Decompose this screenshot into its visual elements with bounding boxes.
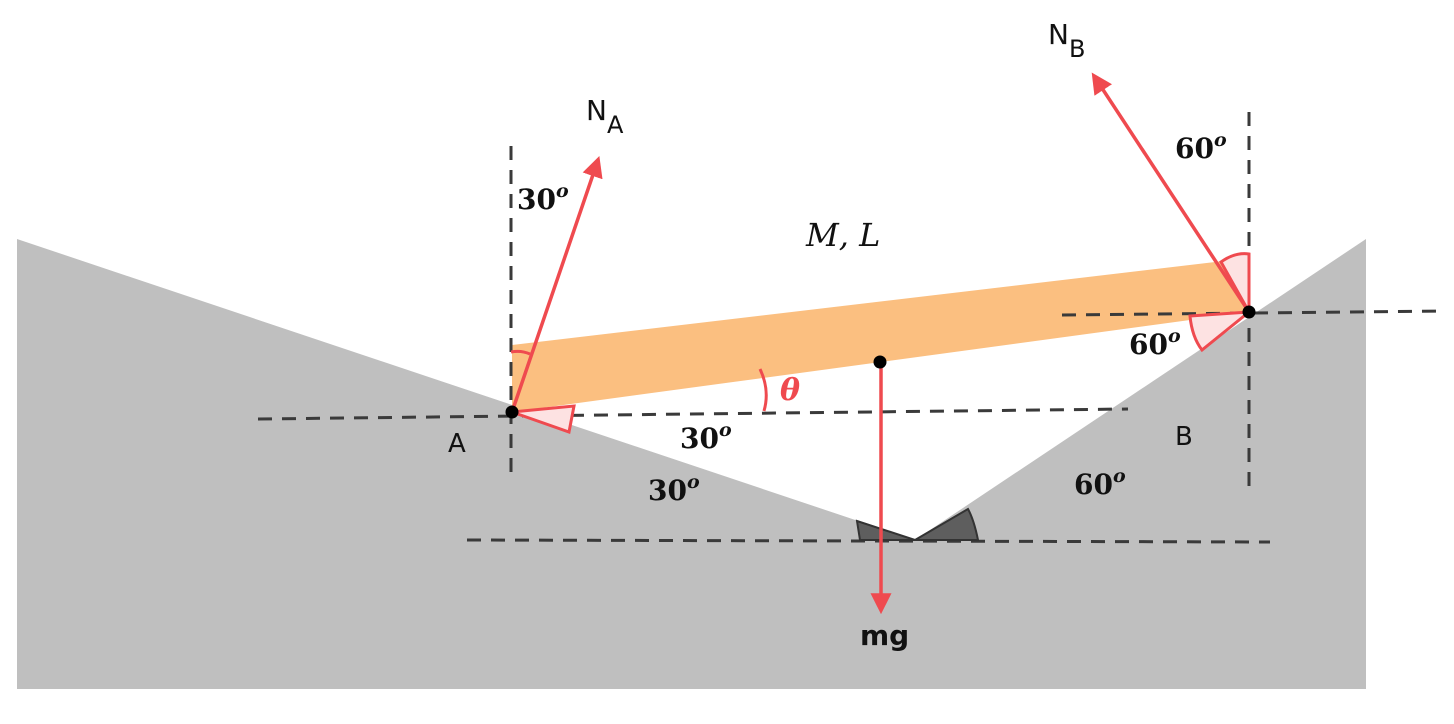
label-angle-b-vertical: 60o (1175, 129, 1227, 165)
label-angle-b-vertical-deg: o (1214, 129, 1227, 151)
label-angle-right-incline-deg: o (1113, 465, 1126, 487)
point-b-dot (1242, 305, 1256, 319)
label-angle-a-vertical-value: 30 (517, 183, 556, 216)
reference-lines (257, 112, 1443, 544)
horizontal-line-a (257, 407, 1129, 421)
angle-mark-a-horizontal (511, 404, 576, 434)
bottom-left-wedge (855, 519, 916, 541)
ground-surface (17, 239, 1366, 689)
bottom-right-wedge (911, 507, 980, 541)
label-angle-a-horizontal-deg: o (719, 419, 732, 441)
label-angle-a-vertical: 30o (517, 180, 569, 216)
label-angle-left-incline: 30o (648, 471, 700, 507)
label-angle-a-vertical-deg: o (556, 180, 569, 202)
label-angle-a-horizontal-value: 30 (680, 422, 719, 455)
theta-arc (758, 368, 768, 412)
label-theta: θ (780, 373, 800, 408)
label-angle-b-right-value: 60 (1129, 328, 1168, 361)
label-na: NA (586, 94, 624, 139)
force-na-arrow (510, 156, 603, 413)
horizontal-line-bottom (466, 538, 1271, 544)
force-nb-arrow (1091, 72, 1251, 313)
label-angle-b-right: 60o (1129, 325, 1181, 361)
label-point-a: A (448, 429, 466, 459)
label-point-b: B (1175, 422, 1193, 452)
label-angle-b-right-deg: o (1168, 325, 1181, 347)
label-mg: mg (860, 619, 909, 652)
point-a-dot (505, 405, 519, 419)
label-nb-main: N (1048, 18, 1069, 51)
label-nb-sub: B (1069, 35, 1085, 63)
label-angle-b-vertical-value: 60 (1175, 132, 1214, 165)
label-angle-left-incline-deg: o (687, 471, 700, 493)
label-na-sub: A (607, 111, 624, 139)
rod-ml (512, 258, 1249, 412)
label-angle-a-horizontal: 30o (680, 419, 732, 455)
angle-mark-b-right (1188, 310, 1254, 353)
label-angle-left-incline-value: 30 (648, 474, 687, 507)
forces (510, 72, 1251, 615)
label-mass-length: M, L (805, 216, 880, 254)
label-nb: NB (1048, 18, 1085, 63)
center-of-mass-dot (873, 355, 887, 369)
label-angle-right-incline: 60o (1074, 465, 1126, 501)
label-angle-right-incline-value: 60 (1074, 468, 1113, 501)
angle-mark-b-vertical (1219, 252, 1251, 318)
label-na-main: N (586, 94, 607, 127)
horizontal-line-b (1061, 309, 1443, 317)
angle-mark-a-vertical (510, 349, 531, 356)
